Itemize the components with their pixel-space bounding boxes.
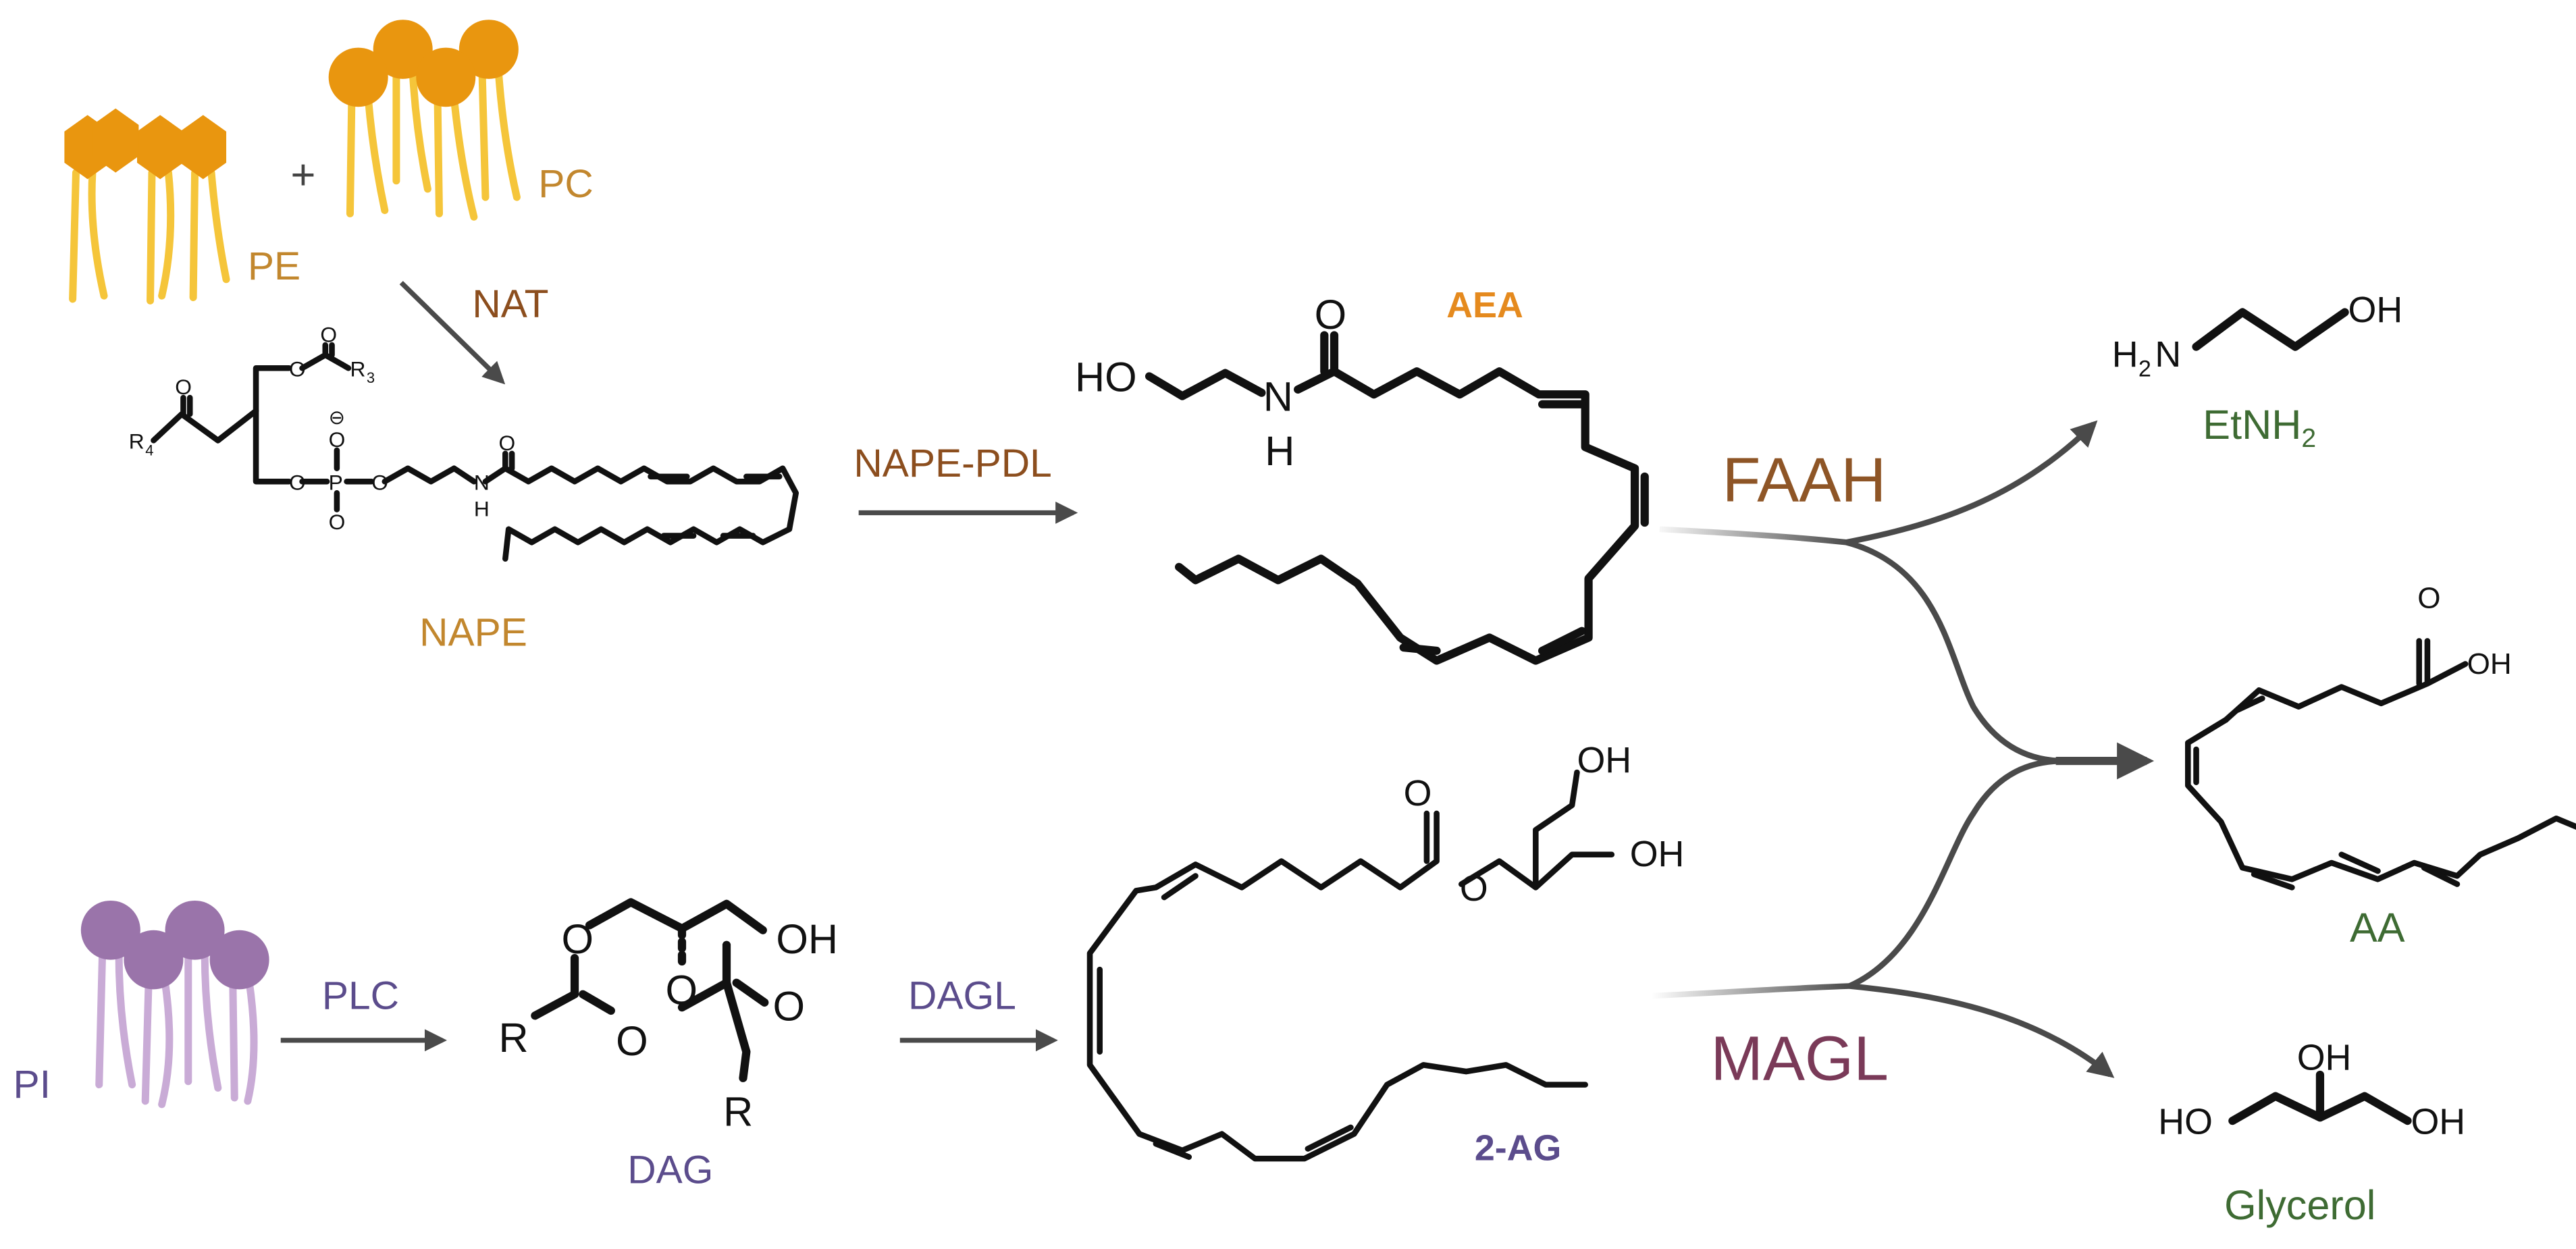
dag-structure: O OH R O O O R (499, 898, 838, 1135)
nape-minus-charge: ⊖ (329, 407, 346, 429)
aea-n: N (1263, 374, 1293, 420)
two-ag-o-carbonyl: O (1404, 773, 1432, 814)
nape-nh: H (474, 496, 490, 521)
nape-o6: O (371, 470, 388, 494)
faah-to-etnh2-arrow (1845, 420, 2098, 546)
glycerol-oh-right: OH (2411, 1102, 2465, 1142)
aa-label: AA (2350, 905, 2405, 951)
aea-o: O (1315, 292, 1347, 338)
magl-stem-line (1651, 983, 1850, 999)
magl-label: MAGL (1711, 1023, 1889, 1093)
two-ag-oh2: OH (1630, 834, 1685, 874)
pe-lipids-icon (64, 108, 230, 304)
aea-nh: H (1265, 428, 1294, 474)
glycerol-oh-top: OH (2297, 1038, 2352, 1078)
pc-lipids-icon (328, 20, 521, 221)
aa-oh: OH (2467, 647, 2512, 681)
two-ag-label: 2-AG (1475, 1128, 1561, 1169)
nape-o7: O (499, 431, 516, 455)
dag-o-ester1: O (561, 916, 594, 962)
aea-structure: HO N H O (1075, 292, 1649, 665)
pe-label: PE (248, 244, 300, 288)
glycerol-label: Glycerol (2224, 1182, 2375, 1228)
nape-structure: R 4 O O O R 3 O P O ⊖ O O N H O (129, 322, 799, 562)
magl-to-aa-curve (1848, 758, 2064, 989)
dag-o-ester2: O (666, 967, 698, 1013)
two-ag-structure: O O OH OH (1086, 740, 1685, 1162)
etnh2-h: H (2112, 334, 2138, 375)
nape-r4: R (129, 429, 144, 454)
dag-oh: OH (776, 916, 838, 962)
dag-o-carbonyl2: O (772, 984, 805, 1030)
faah-stem-line (1659, 526, 1847, 546)
nape-p: P (329, 470, 343, 494)
aea-ho: HO (1075, 354, 1137, 400)
nat-arrow (399, 281, 506, 385)
nape-r3: R (350, 357, 365, 381)
dag-r1: R (499, 1015, 529, 1061)
dag-o-carbonyl1: O (616, 1018, 648, 1064)
pc-label: PC (538, 162, 594, 206)
plus-sign: + (290, 151, 315, 198)
pi-lipids-icon (80, 900, 269, 1109)
faah-label: FAAH (1723, 445, 1887, 515)
dag-label: DAG (627, 1148, 713, 1192)
plc-label: PLC (322, 974, 399, 1018)
two-ag-oh1: OH (1577, 740, 1631, 780)
nape-o2: O (289, 357, 306, 381)
nat-label: NAT (472, 282, 548, 326)
glycerol-ho: HO (2158, 1102, 2213, 1142)
nape-r4-sub: 4 (145, 442, 153, 458)
faah-to-aa-curve (1845, 539, 2064, 764)
magl-to-glycerol-arrow (1849, 983, 2115, 1078)
nape-n: N (474, 470, 490, 494)
etnh2-oh: OH (2348, 290, 2403, 330)
etnh2-h-sub: 2 (2138, 356, 2151, 382)
etnh2-n: N (2155, 334, 2181, 375)
nape-pdl-label: NAPE-PDL (853, 442, 1052, 485)
pi-label: PI (14, 1063, 51, 1107)
aa-o: O (2417, 582, 2440, 615)
nape-o4: O (289, 470, 306, 494)
etnh2-label: EtNH2 (2203, 402, 2316, 453)
nape-r3-sub: 3 (367, 369, 375, 386)
dag-r2: R (723, 1089, 753, 1135)
nape-o5: O (329, 510, 346, 534)
nape-label: NAPE (419, 611, 527, 655)
nape-o-minus: O (329, 427, 346, 452)
aa-structure: O OH (2185, 582, 2576, 888)
nape-o1: O (175, 375, 192, 399)
dagl-label: DAGL (908, 974, 1016, 1018)
glycerol-structure: HO OH OH (2158, 1038, 2465, 1142)
etnh2-structure: H 2 N OH (2112, 290, 2402, 381)
two-ag-o-ester: O (1460, 868, 1488, 909)
nape-o3: O (320, 322, 337, 346)
aea-label: AEA (1446, 285, 1523, 325)
